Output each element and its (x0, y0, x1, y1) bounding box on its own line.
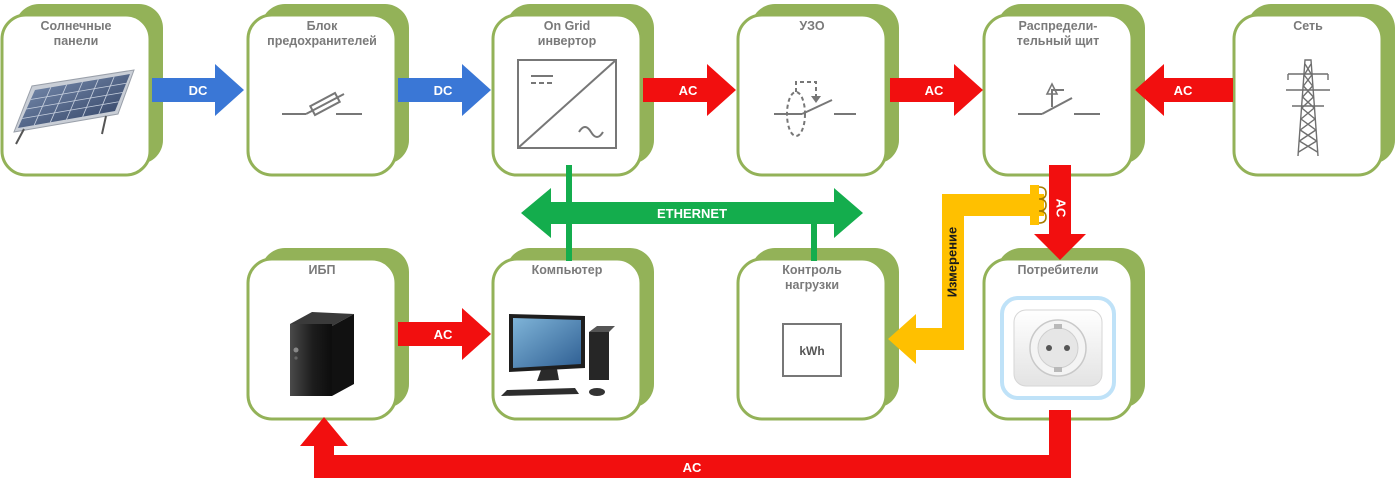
block-computer: Компьютер (491, 248, 654, 421)
block-face (1232, 13, 1384, 177)
block-title: Блок (307, 19, 338, 33)
ethernet-bus: ETHERNET (521, 165, 863, 261)
ac-arrow (300, 410, 1071, 478)
block-rcd: УЗО (736, 4, 899, 177)
block-title: предохранителей (267, 34, 377, 48)
block-title: нагрузки (785, 278, 839, 292)
kwh-label: kWh (799, 344, 824, 358)
arrow-inverter-to-rcd: AC (643, 64, 736, 116)
block-title: On Grid (544, 19, 591, 33)
block-title: тельный щит (1017, 34, 1099, 48)
inverter-icon (517, 59, 617, 149)
measurement-sensor-bar (1030, 185, 1039, 225)
current-transformer-coil-icon (1038, 186, 1047, 224)
block-title: УЗО (799, 19, 824, 33)
arrow-consumers-to-ups: AC (300, 410, 1071, 478)
kwh-meter-icon: kWh (782, 323, 842, 377)
ac-arrow (890, 64, 983, 116)
arrow-label-ac: AC (1174, 83, 1193, 98)
block-consumers: Потребители (982, 248, 1145, 421)
arrow-label-dc: DC (189, 83, 208, 98)
measurement-label: Измерение (944, 227, 959, 298)
ethernet-label: ETHERNET (657, 206, 727, 221)
arrow-rcd-to-panel: AC (890, 64, 983, 116)
ethernet-arrow (521, 188, 863, 238)
block-title: ИБП (309, 263, 336, 277)
measurement-line: Измерение (888, 185, 1047, 364)
block-face (246, 13, 398, 177)
dc-arrow (398, 64, 491, 116)
block-title: Солнечные (41, 19, 112, 33)
block-face (736, 13, 888, 177)
ac-arrow (643, 64, 736, 116)
block-title: Компьютер (532, 263, 603, 277)
ups-icon (290, 312, 354, 396)
ethernet-drop-load-control (811, 213, 817, 261)
arrow-label-ac: AC (679, 83, 698, 98)
arrow-grid-to-panel: AC (1135, 64, 1233, 116)
fuse-icon (282, 91, 362, 117)
block-title: панели (54, 34, 99, 48)
ac-arrow (1034, 165, 1086, 260)
arrow-label-ac: AC (683, 460, 702, 475)
computer-icon (501, 314, 615, 396)
power-pylon-icon (1286, 59, 1330, 157)
block-title: Потребители (1018, 263, 1099, 277)
measurement-arrow (888, 194, 1044, 364)
ac-arrow (398, 308, 491, 360)
block-grid: Сеть (1232, 4, 1395, 177)
dc-arrow (152, 64, 244, 116)
arrow-label-ac: AC (434, 327, 453, 342)
arrow-panel-to-consumers: AC (1034, 165, 1086, 260)
breaker-icon (1018, 82, 1100, 115)
power-socket-icon (1000, 296, 1116, 400)
block-title: инвертор (538, 34, 597, 48)
arrow-solar-to-fuse: DC (152, 64, 244, 116)
solar-panel-icon (13, 69, 135, 145)
block-ups: ИБП (246, 248, 409, 421)
ac-arrow (1135, 64, 1233, 116)
arrow-ups-to-computer: AC (398, 308, 491, 360)
block-title: Контроль (782, 263, 842, 277)
block-panel: Распредели-тельный щит (982, 4, 1145, 177)
arrow-label-ac: AC (1054, 199, 1069, 218)
block-title: Распредели- (1019, 19, 1098, 33)
rcd-icon (774, 81, 856, 137)
block-title: Сеть (1293, 19, 1323, 33)
arrow-fuse-to-inverter: DC (398, 64, 491, 116)
arrow-label-dc: DC (434, 83, 453, 98)
arrow-label-ac: AC (925, 83, 944, 98)
